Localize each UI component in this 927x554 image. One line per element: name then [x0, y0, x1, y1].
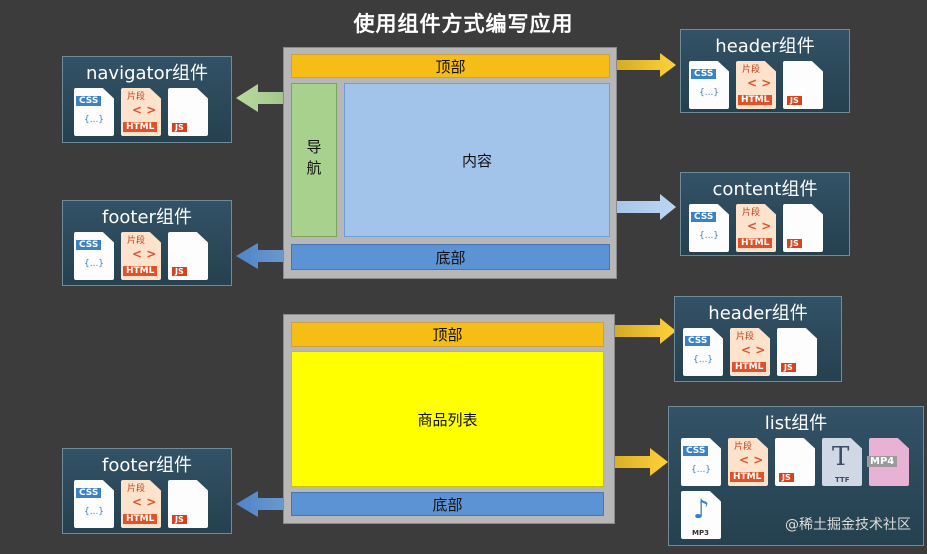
- watermark: @稀土掘金技术社区: [785, 517, 911, 533]
- card-title: navigator组件: [85, 63, 209, 84]
- card-header-1: header组件 CSS{...} 片段< >HTML JS: [680, 29, 850, 113]
- html-fragment-icon: 片段< >HTML: [121, 88, 161, 136]
- card-title: footer组件: [102, 455, 192, 476]
- css-file-icon: CSS{...}: [689, 204, 729, 252]
- product-list-region: 商品列表: [291, 351, 604, 487]
- js-file-icon: JS: [783, 61, 823, 109]
- card-title: header组件: [715, 36, 815, 57]
- page-title: 使用组件方式编写应用: [353, 12, 574, 36]
- arrow-footer2: [236, 491, 292, 517]
- content-region: 内容: [344, 83, 610, 237]
- card-title: list组件: [764, 413, 828, 434]
- html-fragment-icon: 片段< >HTML: [121, 480, 161, 528]
- css-file-icon: CSS{...}: [74, 232, 114, 280]
- footer-region: 底部: [291, 492, 604, 516]
- html-fragment-icon: 片段< >HTML: [121, 232, 161, 280]
- footer-region: 底部: [291, 244, 610, 270]
- layout-diagram-2: 顶部 商品列表 底部: [283, 314, 615, 524]
- css-file-icon: CSS{...}: [74, 480, 114, 528]
- audio-file-icon: ♪MP3: [681, 491, 721, 539]
- arrow-navigator: [236, 84, 300, 112]
- video-file-icon: MP4: [867, 438, 909, 486]
- card-title: header组件: [708, 303, 808, 324]
- css-file-icon: CSS{...}: [683, 328, 723, 376]
- js-file-icon: JS: [777, 328, 817, 376]
- arrow-content: [598, 194, 676, 220]
- arrow-list: [592, 448, 668, 476]
- js-file-icon: JS: [168, 232, 208, 280]
- card-footer-1: footer组件 CSS{...} 片段< >HTML JS: [62, 200, 232, 286]
- card-title: content组件: [712, 179, 818, 200]
- nav-region: 导航: [291, 83, 337, 237]
- card-footer-2: footer组件 CSS{...} 片段< >HTML JS: [62, 448, 232, 534]
- js-file-icon: JS: [168, 88, 208, 136]
- card-navigator: navigator组件 CSS{...} 片段< >HTML JS: [62, 56, 232, 143]
- js-file-icon: JS: [775, 438, 815, 486]
- css-file-icon: CSS{...}: [681, 438, 721, 486]
- js-file-icon: JS: [168, 480, 208, 528]
- layout-diagram-1: 顶部 导航 内容 底部: [283, 47, 617, 279]
- html-fragment-icon: 片段< >HTML: [730, 328, 770, 376]
- html-fragment-icon: 片段< >HTML: [728, 438, 768, 486]
- card-content: content组件 CSS{...} 片段< >HTML JS: [680, 172, 850, 256]
- card-header-2: header组件 CSS{...} 片段< >HTML JS: [674, 296, 842, 382]
- js-file-icon: JS: [783, 204, 823, 252]
- arrow-header2: [600, 318, 676, 344]
- html-fragment-icon: 片段< >HTML: [736, 61, 776, 109]
- header-region: 顶部: [291, 322, 604, 347]
- arrow-header1: [600, 53, 676, 77]
- css-file-icon: CSS{...}: [689, 61, 729, 109]
- html-fragment-icon: 片段< >HTML: [736, 204, 776, 252]
- card-title: footer组件: [102, 207, 192, 228]
- css-file-icon: CSS{...}: [74, 88, 114, 136]
- header-region: 顶部: [291, 54, 610, 78]
- arrow-footer1: [236, 243, 292, 269]
